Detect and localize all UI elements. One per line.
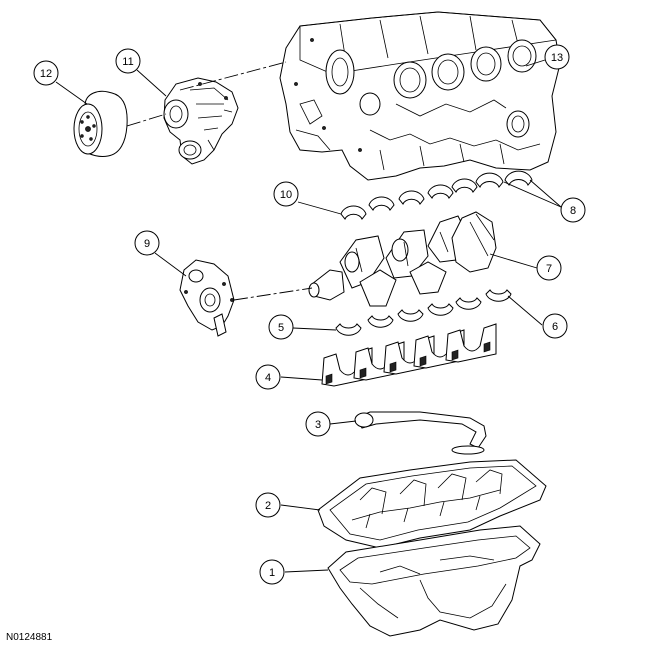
callout-leaders (55, 59, 562, 573)
callout-7: 7 (536, 255, 562, 281)
figure-reference: N0124881 (6, 632, 53, 643)
callout-5: 5 (268, 314, 294, 340)
oil-pump (179, 259, 235, 337)
callout-12: 12 (33, 60, 59, 86)
callout-7-label: 7 (546, 263, 552, 275)
callout-13-label: 13 (551, 52, 563, 64)
callout-10: 10 (273, 181, 299, 207)
oil-pickup-tube (354, 411, 487, 455)
callout-3: 3 (305, 411, 331, 437)
callout-1-label: 1 (269, 567, 275, 579)
callout-4-label: 4 (265, 372, 271, 384)
callout-6-label: 6 (552, 321, 558, 333)
lower-bearing-shells (335, 289, 512, 336)
callout-9-label: 9 (144, 238, 150, 250)
callout-3-label: 3 (315, 419, 321, 431)
callout-11-label: 11 (122, 56, 133, 68)
callout-4: 4 (255, 364, 281, 390)
upper-bearing-shells (340, 170, 533, 220)
callout-8-label: 8 (570, 205, 576, 217)
callout-1: 1 (259, 559, 285, 585)
oil-pan (327, 525, 541, 637)
main-bearing-caps (321, 323, 497, 387)
windage-tray (317, 459, 547, 549)
cylinder-block (279, 11, 561, 181)
callout-2: 2 (255, 492, 281, 518)
callout-9: 9 (134, 230, 160, 256)
crankshaft-damper (73, 90, 128, 157)
callout-11: 11 (115, 48, 141, 74)
alignment-lines (126, 61, 313, 301)
callout-12-label: 12 (40, 68, 52, 80)
callout-2-label: 2 (265, 500, 271, 512)
callout-10-label: 10 (280, 189, 292, 201)
callout-13: 13 (544, 44, 570, 70)
callout-5-label: 5 (278, 322, 284, 334)
callout-8: 8 (560, 197, 586, 223)
front-cover-assembly (163, 77, 239, 165)
crankshaft (308, 211, 497, 307)
callout-6: 6 (542, 313, 568, 339)
